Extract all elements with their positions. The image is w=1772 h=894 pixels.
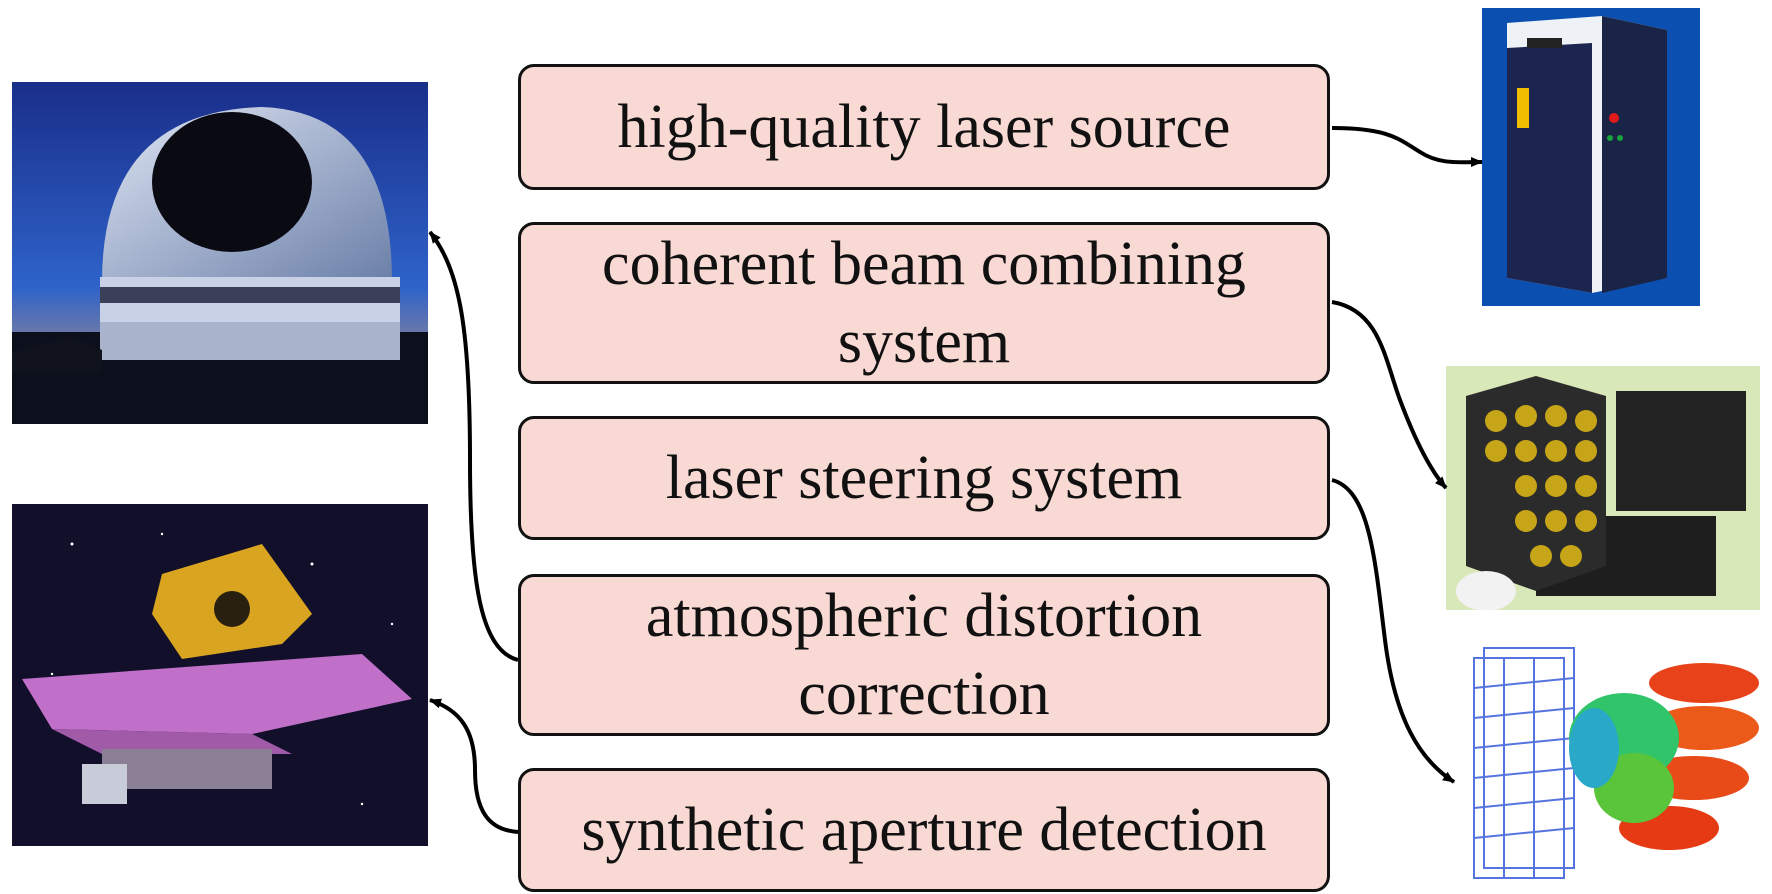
box-label: laser steering system [665, 444, 1183, 512]
telescope-dome-image [12, 82, 428, 424]
box-label: atmospheric distortion correction [645, 582, 1203, 728]
arrow-beam-combining [1331, 300, 1448, 490]
laser-cabinet-image [1482, 8, 1700, 306]
box-laser-steering: laser steering system [518, 416, 1330, 540]
fiber-array-image [1446, 366, 1760, 610]
space-telescope-image [12, 504, 428, 846]
box-label: high-quality laser source [617, 93, 1231, 161]
box-synthetic-aperture: synthetic aperture detection [518, 768, 1330, 892]
arrow-laser-source [1331, 126, 1483, 168]
arrow-synthetic-aperture [429, 698, 519, 834]
arrow-laser-steering [1331, 478, 1456, 784]
phased-array-image [1454, 628, 1760, 890]
box-beam-combining: coherent beam combining system [518, 222, 1330, 384]
box-laser-source: high-quality laser source [518, 64, 1330, 190]
arrow-atmospheric-correction [428, 230, 519, 662]
box-label: coherent beam combining system [602, 230, 1246, 376]
box-label: synthetic aperture detection [581, 796, 1267, 864]
box-atmospheric-correction: atmospheric distortion correction [518, 574, 1330, 736]
